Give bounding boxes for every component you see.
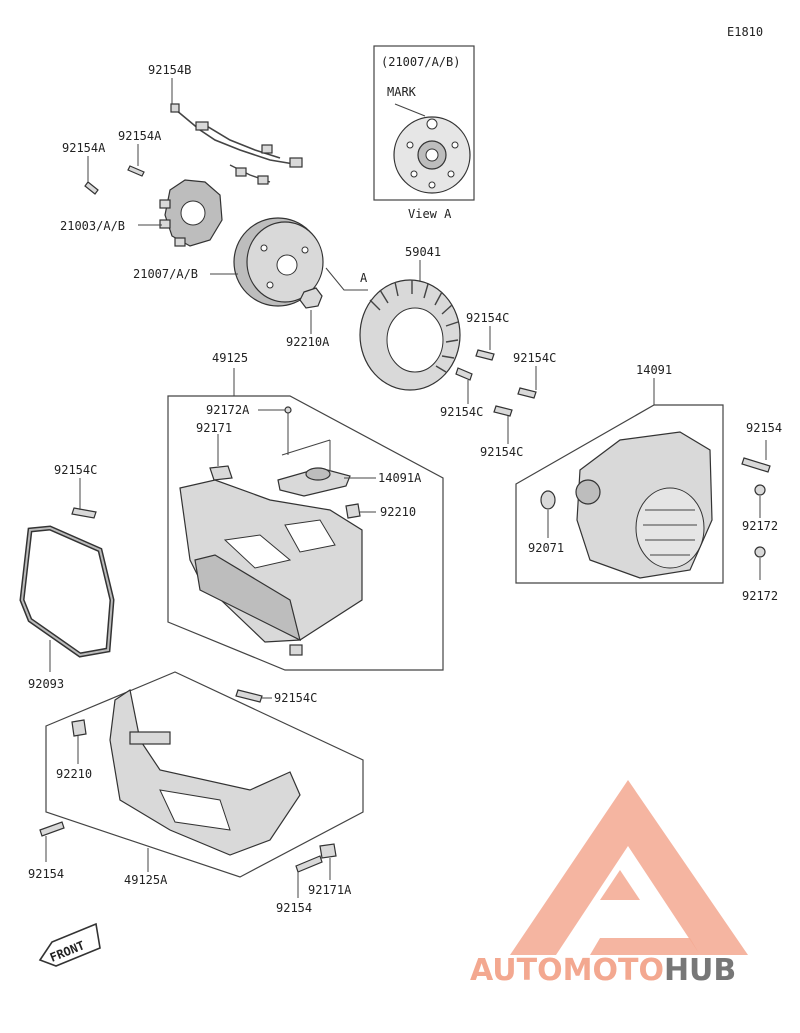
flywheel-21007: [233, 217, 324, 307]
clip-92171A: [319, 843, 337, 859]
label-49125A: 49125A: [124, 873, 168, 887]
label-92154C-6: 92154C: [274, 691, 317, 705]
label-49125: 49125: [212, 351, 248, 365]
label-92172-1: 92172: [742, 519, 778, 533]
lower-shroud-49125A: [109, 689, 301, 856]
bolt-92154B: [170, 103, 180, 113]
diagram-code: E1810: [727, 25, 763, 39]
washer-92071: [540, 490, 556, 510]
view-a-panel: (21007/A/B) MARK View A: [373, 45, 475, 221]
label-92154C-3: 92154C: [440, 405, 483, 419]
bolt-92154-3: [295, 855, 323, 873]
screw-92172-2: [754, 546, 766, 558]
view-a-mark-label: MARK: [387, 85, 417, 99]
label-92154A-1: 92154A: [62, 141, 106, 155]
stator-21003: [159, 179, 223, 247]
nut-92210-1: [345, 503, 361, 519]
watermark-text: AUTOMOTOHUB: [470, 953, 736, 988]
label-92154C-1: 92154C: [466, 311, 509, 325]
label-14091: 14091: [636, 363, 672, 377]
label-92154-1: 92154: [746, 421, 782, 435]
label-92154-3: 92154: [276, 901, 312, 915]
fan-59041: [359, 279, 461, 391]
view-a-caption: View A: [408, 207, 452, 221]
label-92154-2: 92154: [28, 867, 64, 881]
leader-lines: [45, 78, 767, 898]
label-92154A-2: 92154A: [118, 129, 162, 143]
label-21003: 21003/A/B: [60, 219, 125, 233]
view-arrow-label: A: [360, 271, 368, 285]
screw-92172-1: [754, 484, 766, 496]
view-a-title: (21007/A/B): [381, 55, 460, 69]
fan-cover-14091: [575, 431, 713, 579]
gasket-92093-inner: [20, 526, 114, 657]
label-92071: 92071: [528, 541, 564, 555]
label-92210-2: 92210: [56, 767, 92, 781]
label-92154C-4: 92154C: [480, 445, 523, 459]
automotohub-logo: [510, 780, 748, 955]
label-21007: 21007/A/B: [133, 267, 198, 281]
screw-92172A: [284, 406, 292, 414]
gasket-92093: [19, 525, 115, 658]
bolt-92154C-4: [493, 405, 513, 417]
label-92210-1: 92210: [380, 505, 416, 519]
bolt-92154-1: [741, 457, 771, 473]
shroud-49125: [179, 479, 363, 656]
lower-shroud-box-49125A: [45, 671, 364, 878]
front-arrow: FRONT: [38, 922, 101, 967]
cover-box-14091: [515, 404, 724, 584]
bolt-92154A-2: [127, 165, 145, 177]
wire-harness: [175, 109, 303, 185]
label-92210A: 92210A: [286, 335, 330, 349]
bolt-92154A-1: [84, 181, 99, 195]
bolt-92154C-6: [235, 689, 263, 703]
shroud-box-49125: [167, 395, 444, 671]
label-92154C-5: 92154C: [54, 463, 97, 477]
label-92172A: 92172A: [206, 403, 250, 417]
nut-92210A: [299, 287, 323, 309]
label-92172-2: 92172: [742, 589, 778, 603]
label-59041: 59041: [405, 245, 441, 259]
bolt-92154-2: [39, 821, 65, 837]
bolt-92154C-3: [517, 387, 537, 399]
bolt-92154C-5: [71, 507, 97, 519]
clip-92171: [209, 465, 233, 481]
bolt-92154C-2: [455, 367, 473, 381]
label-92171A: 92171A: [308, 883, 352, 897]
label-92171: 92171: [196, 421, 232, 435]
label-92154B: 92154B: [148, 63, 191, 77]
label-92154C-2: 92154C: [513, 351, 556, 365]
label-92093: 92093: [28, 677, 64, 691]
nut-92210-2: [71, 719, 87, 737]
bolt-92154C-1: [475, 349, 495, 361]
label-14091A: 14091A: [378, 471, 422, 485]
